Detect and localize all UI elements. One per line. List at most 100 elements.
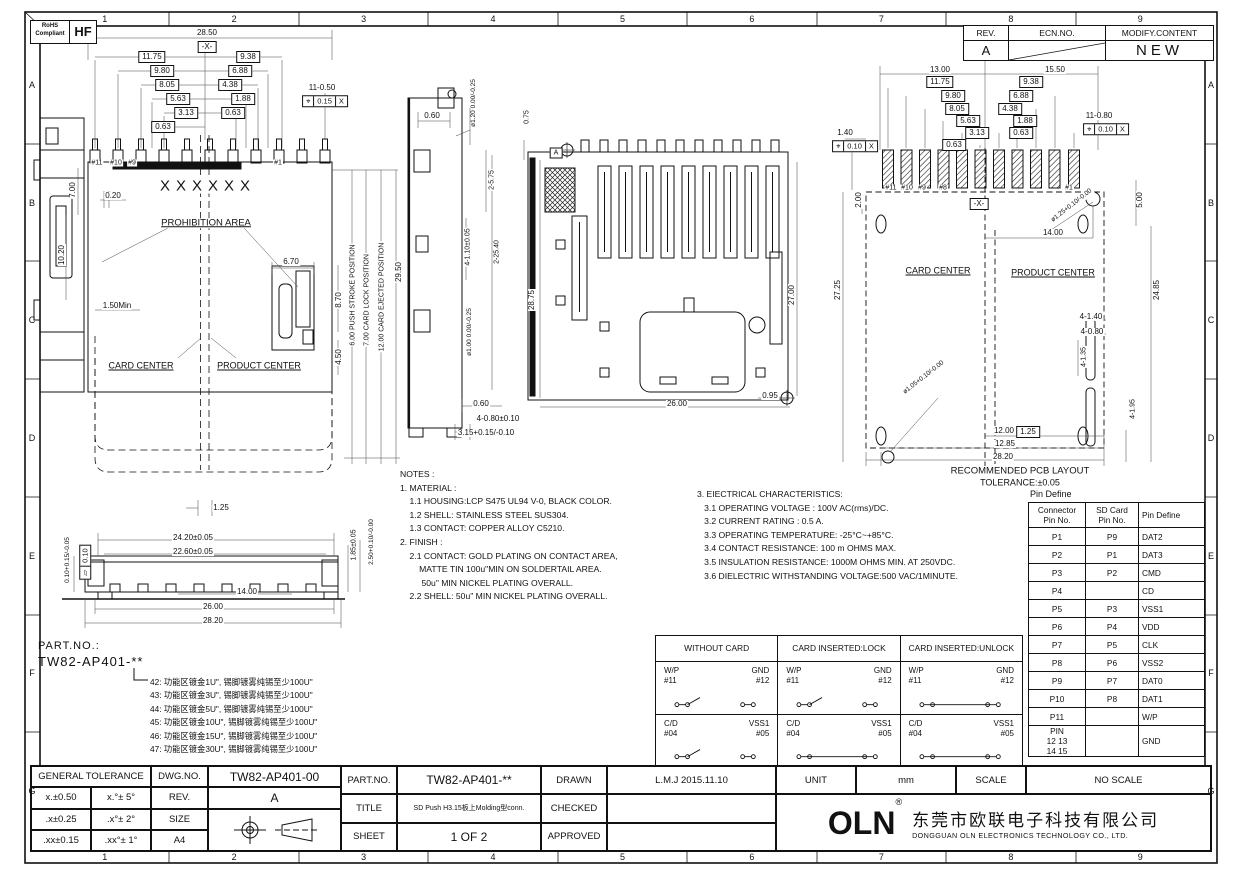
table-cell: DAT0: [1138, 671, 1205, 690]
text-line: 3.4 CONTACT RESISTANCE: 100 m OHMS MAX.: [697, 543, 897, 554]
modify-content-value: NEW: [1136, 42, 1183, 59]
vss1-label: VSS1: [993, 718, 1014, 728]
table-cell: P5: [1028, 599, 1086, 618]
zone-label: E: [1207, 550, 1215, 561]
projection-symbol: [208, 808, 341, 851]
part-no-label: PART.NO.:: [38, 640, 100, 652]
zone-label: F: [29, 668, 35, 679]
zone-label: A: [28, 79, 36, 90]
table-cell: P6: [1085, 653, 1139, 672]
table-cell: GND: [1138, 725, 1205, 757]
wp-label: W/P: [786, 666, 802, 675]
switch-col-without-card: WITHOUT CARD W/P#11 GND#12 C/D#04 VSS1#0…: [656, 636, 779, 766]
table-cell: P9: [1085, 527, 1139, 546]
cd-label: C/D: [908, 718, 923, 728]
zone-label: A: [1207, 79, 1215, 90]
cd-label: C/D: [664, 718, 678, 728]
tolerance-linear-3: .xx±0.15: [31, 829, 91, 851]
table-cell: W/P: [1138, 707, 1205, 726]
zone-label: F: [1208, 668, 1214, 679]
switch-symbol: [919, 701, 1001, 707]
wp-pin: #11: [786, 676, 800, 685]
switch-col-header: WITHOUT CARD: [656, 636, 778, 662]
vss1-pin: #05: [755, 728, 770, 738]
drawn-label: DRAWN: [541, 766, 607, 795]
gnd-label: GND: [996, 666, 1014, 675]
revision-table: REV. ECN.NO. MODIFY.CONTENT A NEW: [963, 25, 1214, 61]
rohs-text: RoHS Compliant: [31, 21, 70, 43]
notes-block: NOTES :1. MATERIAL : 1.1 HOUSING:LCP S47…: [400, 468, 618, 604]
zone-label: E: [28, 550, 36, 561]
title-value: SD Push H3.15板上Molding型conn.: [397, 794, 541, 823]
text-line: 47: 功能区镀金30U", 锡脚镀雾纯锡至少100U": [150, 744, 318, 755]
zone-label: D: [28, 433, 36, 443]
wp-label: W/P: [908, 666, 924, 675]
rohs-hf-mark: HF: [74, 24, 92, 39]
zone-label: 7: [878, 852, 884, 862]
table-cell: P6: [1028, 617, 1086, 636]
text-line: 3.1 OPERATING VOLTAGE : 100V AC(rms)/DC.: [697, 502, 889, 513]
ecn-header: ECN.NO.: [1009, 26, 1106, 41]
pin-define-table: Connector Pin No. SD Card Pin No. Pin De…: [1028, 502, 1205, 757]
rev-value: A: [208, 787, 341, 809]
col-header-sdcard-pin: SD Card Pin No.: [1085, 502, 1139, 528]
dwg-no-label: DWG.NO.: [151, 766, 208, 788]
part-number-block: PART.NO.: TW82-AP401-**: [38, 640, 143, 669]
switch-state-table: WITHOUT CARD W/P#11 GND#12 C/D#04 VSS1#0…: [655, 635, 1023, 767]
cd-label: C/D: [786, 718, 801, 728]
text-line: 46: 功能区镀金15U", 锡脚镀雾纯锡至少100U": [150, 730, 318, 741]
size-label: SIZE: [151, 808, 208, 830]
zone-label: 6: [749, 852, 755, 862]
col-header-connector-pin: Connector Pin No.: [1028, 502, 1086, 528]
rev-header: REV.: [964, 26, 1009, 41]
table-cell: P4: [1028, 581, 1086, 600]
switch-col-inserted-lock: CARD INSERTED:LOCK W/P#11 GND#12 C/D#04 …: [778, 636, 901, 766]
table-cell: P1: [1085, 545, 1139, 564]
zone-label: G: [1207, 786, 1215, 797]
text-line: 2.1 CONTACT: GOLD PLATING ON CONTACT ARE…: [400, 550, 618, 561]
wp-switch-row: W/P#11 GND#12: [778, 662, 900, 715]
modify-header: MODIFY.CONTENT: [1106, 26, 1213, 41]
table-cell: P10: [1028, 689, 1086, 708]
vss1-pin: #05: [878, 728, 892, 738]
text-line: NOTES :: [400, 469, 435, 479]
zone-label: 4: [490, 852, 496, 862]
text-line: 45: 功能区镀金10U", 锡脚镀雾纯锡至少100U": [150, 717, 318, 728]
table-cell: P7: [1028, 635, 1086, 654]
tolerance-linear-2: .x±0.25: [31, 808, 91, 830]
oln-logo: OLN®: [828, 797, 902, 839]
gnd-label: GND: [751, 666, 770, 675]
zone-label: G: [28, 786, 36, 797]
part-no-label: PART.NO.: [341, 766, 397, 795]
text-line: 1. MATERIAL :: [400, 482, 457, 493]
zone-label: C: [28, 315, 36, 326]
pin-define-header-row: Connector Pin No. SD Card Pin No. Pin De…: [1028, 502, 1205, 528]
vss1-pin: #05: [1000, 728, 1014, 738]
text-line: 43: 功能区镀金3U", 锡脚镀雾纯锡至少100U": [150, 690, 313, 701]
drawn-value: L.M.J 2015.11.10: [607, 766, 776, 795]
wp-switch-row: W/P#11 GND#12: [656, 662, 778, 715]
zone-label: 2: [231, 852, 237, 862]
zone-label: D: [1207, 433, 1215, 443]
table-cell: PIN 12 13 14 15: [1028, 725, 1086, 757]
table-cell: VSS2: [1138, 653, 1205, 672]
switch-symbol: [919, 754, 1001, 760]
table-cell: P8: [1085, 689, 1139, 708]
tolerance-angular-1: x.°± 5°: [91, 787, 151, 809]
scale-value: NO SCALE: [1026, 766, 1211, 795]
table-cell: CMD: [1138, 563, 1205, 582]
scale-label: SCALE: [956, 766, 1026, 795]
cd-pin: #04: [786, 728, 800, 738]
table-cell: P3: [1085, 599, 1139, 618]
table-cell: P1: [1028, 527, 1086, 546]
zone-label: 5: [619, 852, 626, 862]
table-cell: VDD: [1138, 617, 1205, 636]
switch-symbol: [674, 749, 756, 760]
tolerance-angular-3: .xx°± 1°: [91, 829, 151, 851]
